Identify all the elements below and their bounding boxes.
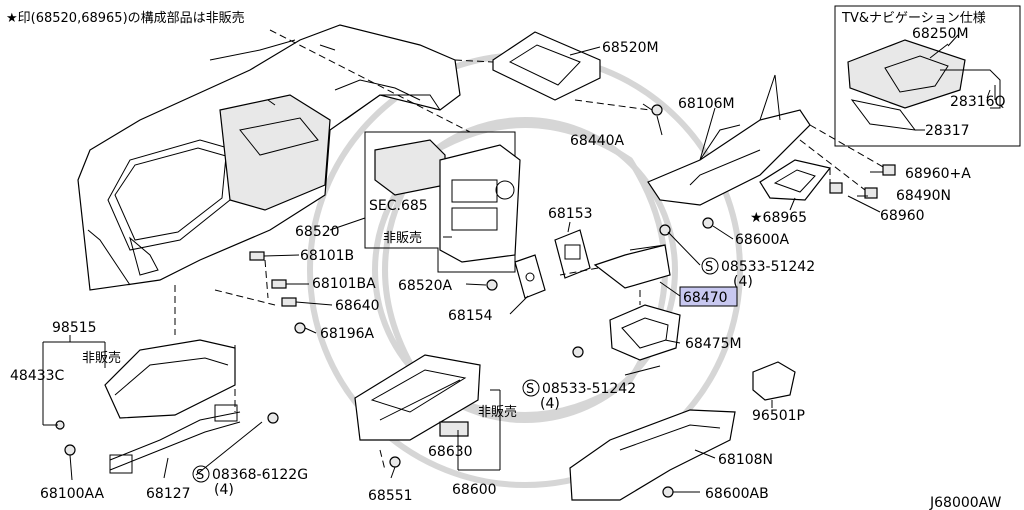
- label-28316Q[interactable]: 28316Q: [950, 94, 1006, 110]
- label-68600A[interactable]: 68600A: [735, 232, 790, 248]
- label-48433C[interactable]: 48433C: [10, 368, 65, 384]
- label-68965[interactable]: ★68965: [750, 210, 807, 226]
- note-text: ★印(68520,68965)の構成部品は非販売: [6, 10, 245, 26]
- label-nonsale-2: 非販売: [82, 350, 121, 366]
- part-68600-glovebox: [354, 354, 481, 441]
- s-symbol-3: S: [196, 468, 204, 483]
- part-68520M: [492, 31, 601, 101]
- label-08533-b[interactable]: 08533-51242: [542, 381, 636, 397]
- label-nonsale-1: 非販売: [383, 230, 422, 246]
- fasteners: [55, 103, 714, 498]
- diagram-code: J68000AW: [929, 495, 1001, 510]
- label-68100AA[interactable]: 68100AA: [40, 486, 105, 502]
- label-68630[interactable]: 68630: [428, 444, 473, 460]
- label-08368[interactable]: 08368-6122G: [212, 467, 308, 483]
- label-68127[interactable]: 68127: [146, 486, 191, 502]
- label-sec685[interactable]: SEC.685: [369, 198, 428, 214]
- label-68470[interactable]: 68470: [683, 290, 728, 306]
- part-68475M: [609, 304, 681, 361]
- part-68965: [759, 159, 832, 201]
- part-98515: [104, 339, 236, 419]
- label-68101B[interactable]: 68101B: [300, 248, 354, 264]
- label-96501P[interactable]: 96501P: [752, 408, 805, 424]
- s-symbol-1: S: [705, 260, 713, 275]
- highlight-68470: [679, 286, 738, 307]
- leader-lines: [42, 34, 991, 493]
- clips: [829, 164, 896, 199]
- label-68475M[interactable]: 68475M: [685, 336, 742, 352]
- sec685-frame: [364, 131, 521, 273]
- label-68153[interactable]: 68153: [548, 206, 593, 222]
- s-symbols: S S S: [192, 257, 719, 483]
- label-68551[interactable]: 68551: [368, 488, 413, 504]
- label-68106M[interactable]: 68106M: [678, 96, 735, 112]
- label-68440A[interactable]: 68440A: [570, 133, 625, 149]
- part-68127: [109, 404, 241, 474]
- label-08368-qty: (4): [214, 482, 234, 498]
- label-68520M[interactable]: 68520M: [602, 40, 659, 56]
- label-08533-a-qty: (4): [733, 274, 753, 290]
- label-68960pA[interactable]: 68960+A: [905, 166, 971, 182]
- label-08533-b-qty: (4): [540, 396, 560, 412]
- part-labels: ★印(68520,68965)の構成部品は非販売 TV&ナビゲーション仕様 68…: [6, 10, 1006, 510]
- part-68153-68154: [514, 229, 591, 299]
- label-68250M[interactable]: 68250M: [912, 26, 969, 42]
- label-68600AB[interactable]: 68600AB: [705, 486, 769, 502]
- label-68640[interactable]: 68640: [335, 298, 380, 314]
- label-28317[interactable]: 28317: [925, 123, 970, 139]
- label-68600[interactable]: 68600: [452, 482, 497, 498]
- part-68108N: [569, 409, 736, 501]
- label-68490N[interactable]: 68490N: [896, 188, 951, 204]
- label-68101BA[interactable]: 68101BA: [312, 276, 376, 292]
- label-68520[interactable]: 68520: [295, 224, 340, 240]
- label-98515[interactable]: 98515: [52, 320, 97, 336]
- label-68960[interactable]: 68960: [880, 208, 925, 224]
- s-symbol-2: S: [526, 382, 534, 397]
- label-68520A[interactable]: 68520A: [398, 278, 453, 294]
- part-68470: [593, 244, 671, 289]
- label-68196A[interactable]: 68196A: [320, 326, 375, 342]
- part-96501P: [752, 361, 796, 401]
- inset-title: TV&ナビゲーション仕様: [841, 11, 986, 26]
- label-nonsale-3: 非販売: [478, 404, 517, 420]
- dashboard-panel: [77, 24, 461, 291]
- label-08533-a[interactable]: 08533-51242: [721, 259, 815, 275]
- dashed-guides: [174, 29, 886, 471]
- label-68108N[interactable]: 68108N: [718, 452, 773, 468]
- label-68154[interactable]: 68154: [448, 308, 493, 324]
